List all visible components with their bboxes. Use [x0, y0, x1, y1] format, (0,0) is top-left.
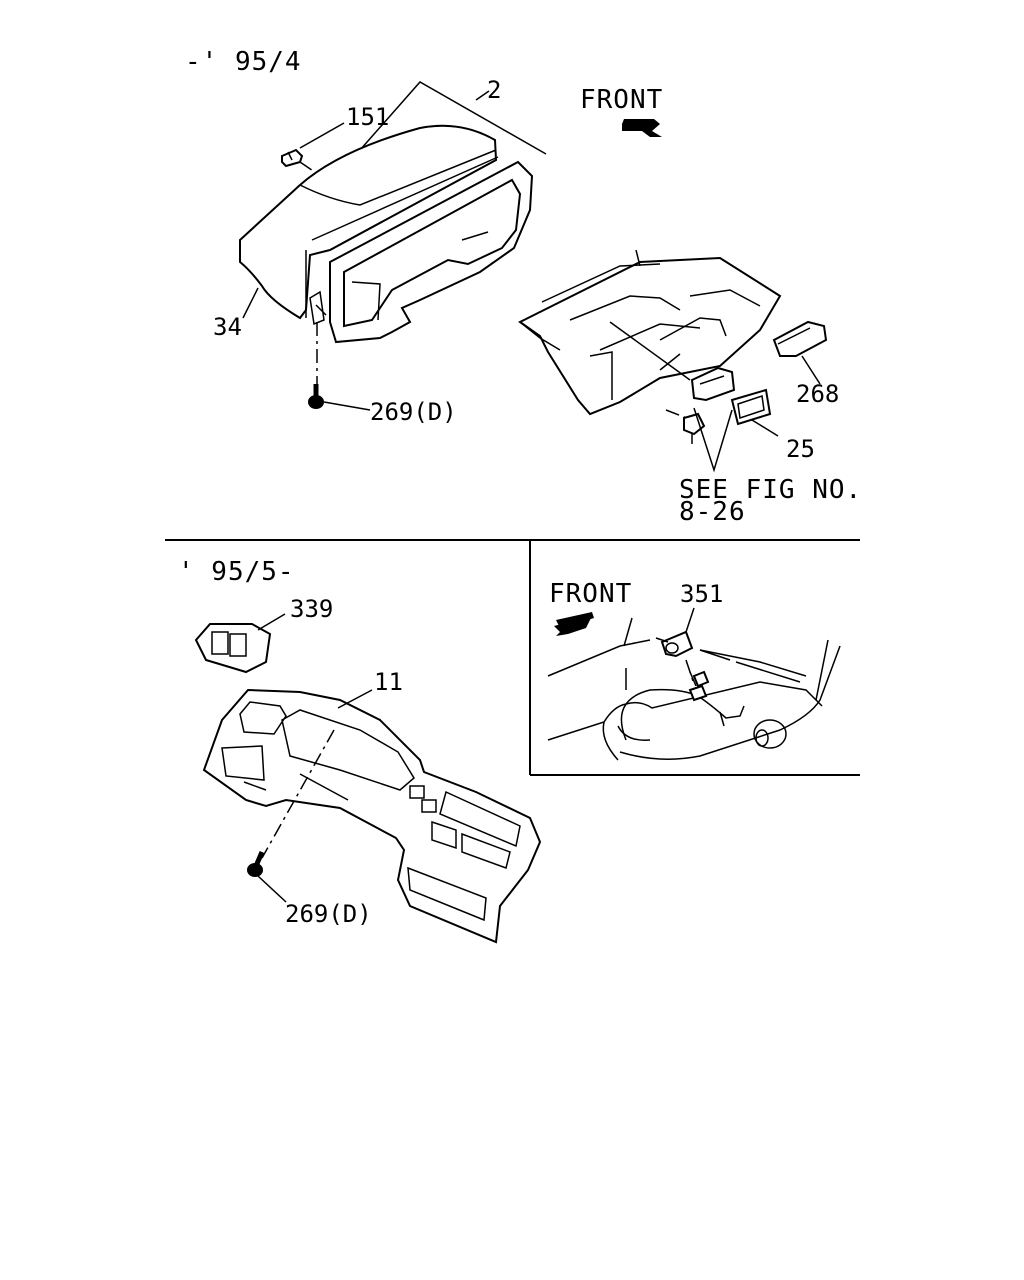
see-fig-line2: 8-26 — [679, 497, 746, 527]
screw-269-top — [308, 384, 324, 409]
callout-bracket-2 — [359, 81, 547, 155]
callout-339: 339 — [290, 595, 333, 623]
leader-268 — [801, 355, 821, 385]
switch-panel-339 — [194, 623, 272, 674]
leader-see-fig — [693, 407, 733, 473]
callout-268: 268 — [796, 380, 839, 408]
callout-2: 2 — [487, 76, 501, 104]
leader-151 — [299, 122, 345, 149]
lid-268 — [772, 320, 828, 357]
leader-25 — [751, 419, 779, 437]
panel-leader — [609, 321, 691, 381]
leader-339 — [257, 613, 286, 631]
callout-34: 34 — [213, 313, 242, 341]
bottom-date-label: ' 95/5- — [178, 557, 295, 587]
leader-269-top — [323, 401, 371, 411]
callout-151: 151 — [346, 103, 389, 131]
meter-hood-assembly — [239, 124, 534, 344]
cover-25 — [730, 388, 772, 426]
callout-269-top: 269(D) — [370, 398, 457, 426]
callout-351: 351 — [680, 580, 723, 608]
screw-269-bottom — [247, 851, 265, 877]
centerline-screw-top-right — [665, 409, 693, 421]
panel-cover-11 — [202, 688, 542, 944]
clip-151 — [281, 148, 304, 168]
inset-front-label: FRONT — [549, 579, 632, 609]
lock-bracket — [690, 366, 736, 402]
leader-269-bottom — [257, 875, 287, 903]
front-arrow-icon — [622, 119, 662, 137]
inset-front-arrow-icon — [554, 612, 594, 636]
top-front-label: FRONT — [580, 85, 663, 115]
callout-269-bottom: 269(D) — [285, 900, 372, 928]
instrument-panel-top — [518, 249, 782, 416]
centerline-269-bottom — [261, 729, 335, 859]
callout-25: 25 — [786, 435, 815, 463]
leader-34 — [242, 287, 259, 319]
top-date-label: -' 95/4 — [185, 47, 302, 77]
leader-2 — [475, 90, 490, 101]
dashboard-inset — [547, 617, 841, 761]
see-fig-line1: SEE FIG NO. — [679, 475, 862, 505]
leader-11 — [337, 689, 373, 709]
callout-11: 11 — [374, 668, 403, 696]
